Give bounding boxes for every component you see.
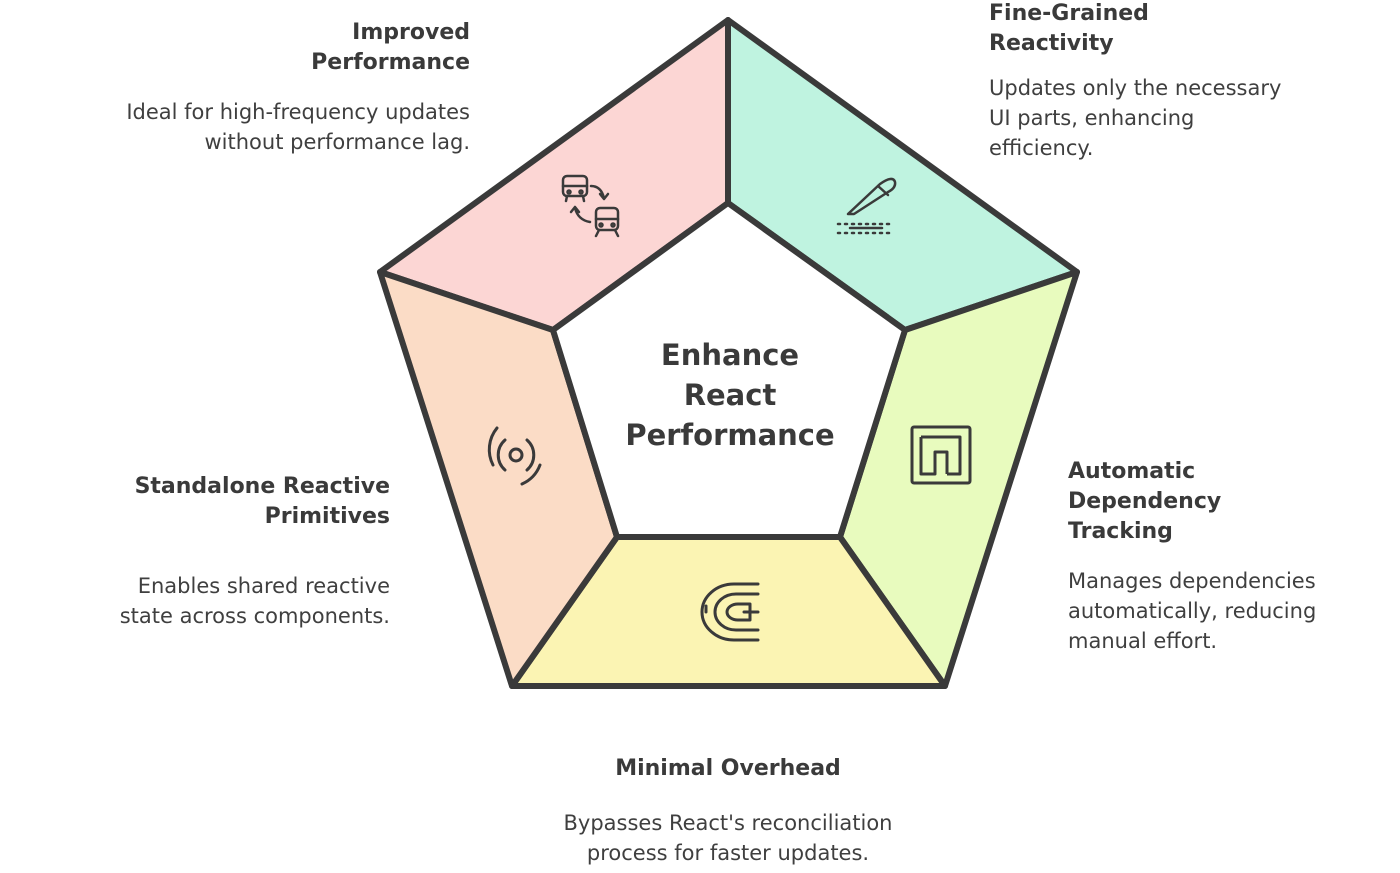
title-line: Automatic — [1068, 459, 1196, 484]
description-line: UI parts, enhancing — [989, 106, 1195, 130]
center-title: Enhance React Performance — [580, 335, 880, 455]
minimal-overhead-title: Minimal Overhead — [528, 754, 928, 784]
title-line: Tracking — [1068, 519, 1173, 544]
center-title-line: React — [683, 378, 777, 412]
title-line: Primitives — [264, 504, 390, 529]
standalone-reactive-primitives-title: Standalone Reactive Primitives — [60, 472, 390, 532]
scalpel-icon — [836, 177, 897, 235]
description-line: process for faster updates. — [586, 841, 870, 865]
description-line: automatically, reducing — [1068, 599, 1317, 623]
description-line: efficiency. — [989, 136, 1094, 160]
description-line: Bypasses React's reconciliation — [563, 811, 893, 835]
description-line: state across components. — [119, 604, 390, 628]
description-line: Updates only the necessary — [989, 76, 1282, 100]
title-line: Dependency — [1068, 489, 1222, 514]
title-line: Minimal Overhead — [615, 756, 841, 781]
title-line: Reactivity — [989, 31, 1114, 56]
bracket-frame-icon — [910, 425, 972, 485]
automatic-dependency-tracking-description: Manages dependencies automatically, redu… — [1068, 566, 1388, 656]
description-line: Ideal for high-frequency updates — [126, 100, 470, 124]
improved-performance-description: Ideal for high-frequency updates without… — [40, 97, 470, 157]
description-line: without performance lag. — [204, 130, 471, 154]
signal-waves-icon — [487, 426, 542, 486]
fine-grained-reactivity-description: Updates only the necessary UI parts, enh… — [989, 73, 1369, 163]
description-line: Manages dependencies — [1068, 569, 1316, 593]
title-line: Fine-Grained — [989, 1, 1149, 26]
title-line: Standalone Reactive — [134, 474, 390, 499]
description-line: Enables shared reactive — [137, 574, 390, 598]
automatic-dependency-tracking-title: Automatic Dependency Tracking — [1068, 457, 1368, 547]
center-pentagon — [550, 200, 908, 540]
minimal-overhead-description: Bypasses React's reconciliation process … — [478, 808, 978, 868]
title-line: Improved — [352, 20, 470, 45]
center-title-line: Enhance — [660, 338, 800, 372]
standalone-reactive-primitives-description: Enables shared reactive state across com… — [40, 571, 390, 631]
improved-performance-title: Improved Performance — [250, 18, 470, 78]
fine-grained-reactivity-title: Fine-Grained Reactivity — [989, 0, 1289, 59]
bus-train-swap-icon — [561, 174, 620, 238]
shortcut-road-icon — [700, 582, 760, 642]
title-line: Performance — [311, 50, 470, 75]
center-title-line: Performance — [625, 418, 835, 452]
description-line: manual effort. — [1068, 629, 1218, 653]
